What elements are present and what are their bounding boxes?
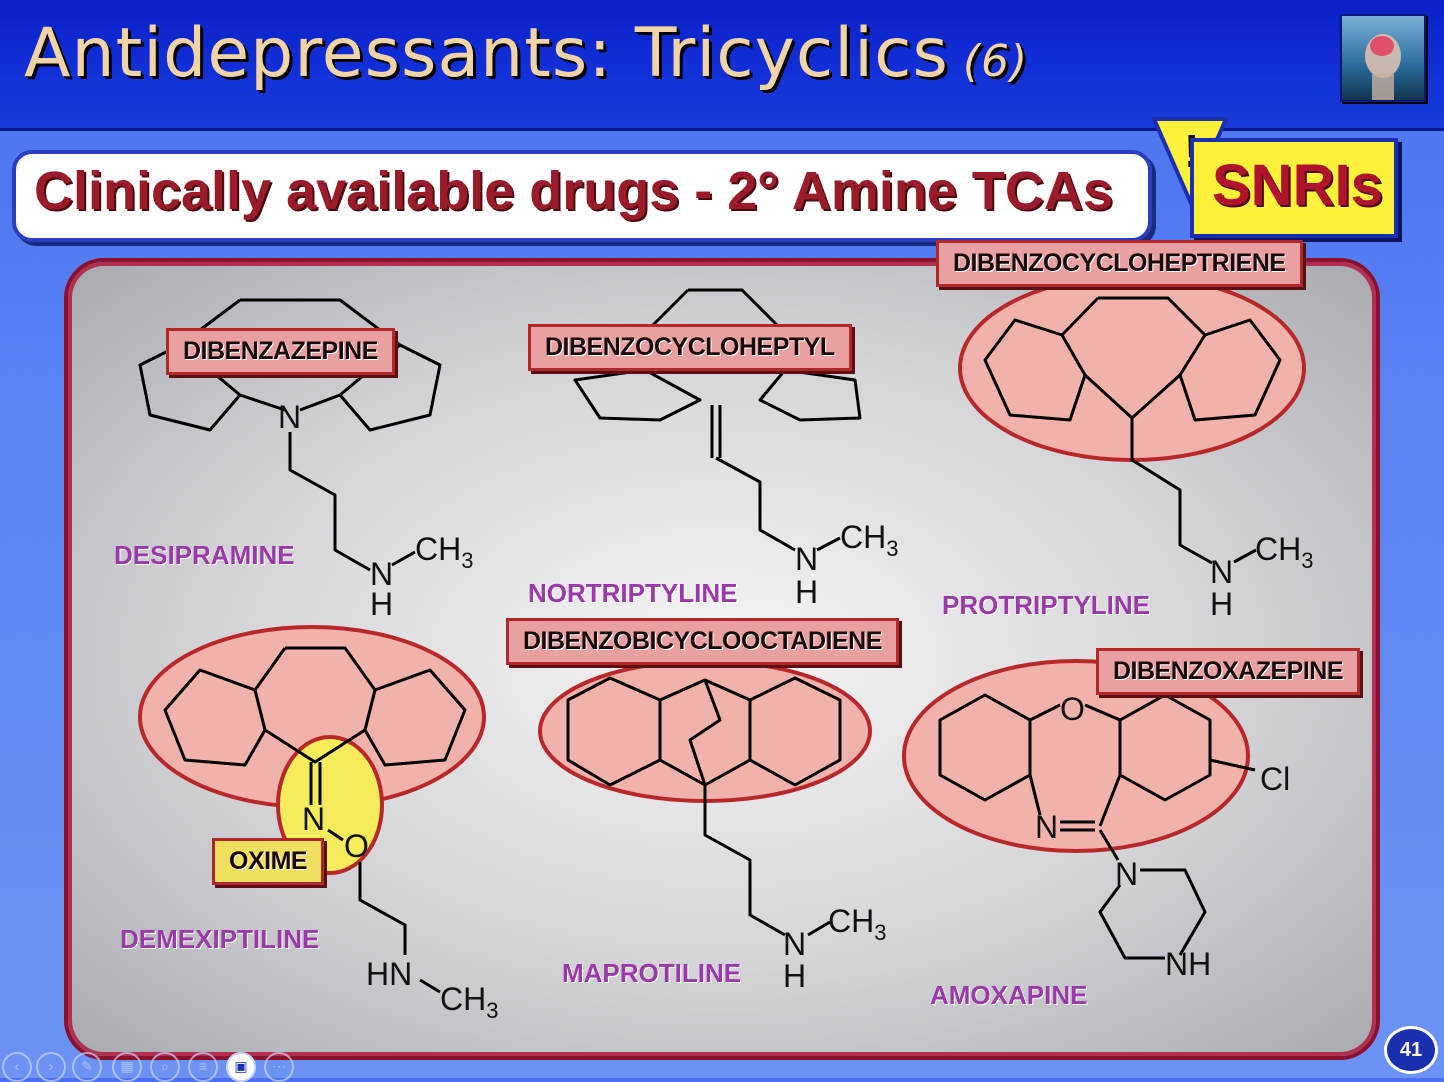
desipramine-amine-h: H bbox=[370, 586, 393, 622]
amoxapine-highlight bbox=[902, 659, 1250, 853]
tag-dibenzoxazepine: DIBENZOXAZEPINE bbox=[1096, 648, 1361, 695]
label-demexiptiline: DEMEXIPTILINE bbox=[120, 924, 320, 954]
snri-text: SNRIs bbox=[1212, 153, 1383, 218]
nortriptyline-amine-n: N bbox=[795, 541, 818, 577]
nortriptyline-methyl: CH3 bbox=[840, 519, 898, 561]
title-number: (6) bbox=[962, 36, 1029, 87]
nortriptyline-amine-h: H bbox=[795, 574, 818, 610]
protriptyline-methyl: CH3 bbox=[1255, 531, 1313, 573]
desipramine-structure bbox=[138, 298, 442, 572]
subtitle-box: Clinically available drugs - 2° Amine TC… bbox=[12, 150, 1152, 242]
amoxapine-structure bbox=[938, 693, 1256, 960]
protriptyline-structure bbox=[983, 296, 1282, 565]
demexiptiline-methyl: CH3 bbox=[440, 981, 498, 1023]
amoxapine-o: O bbox=[1060, 691, 1085, 727]
tag-dibenzocycloheptriene: DIBENZOCYCLOHEPTRIENE bbox=[936, 240, 1303, 287]
protriptyline-amine-n: N bbox=[1210, 554, 1233, 590]
oxime-o: O bbox=[344, 828, 369, 864]
brain-thumbnail-icon bbox=[1340, 14, 1426, 102]
amoxapine-ring-n: N bbox=[1035, 809, 1058, 845]
desipramine-amine-n: N bbox=[370, 556, 393, 592]
protriptyline-amine-h: H bbox=[1210, 586, 1233, 622]
label-desipramine: DESIPRAMINE bbox=[114, 540, 295, 570]
tag-dibenzazepine: DIBENZAZEPINE bbox=[166, 328, 395, 375]
amoxapine-cl: Cl bbox=[1260, 761, 1290, 797]
label-amoxapine: AMOXAPINE bbox=[930, 980, 1088, 1010]
snri-badge: SNRIs bbox=[1190, 138, 1398, 238]
slide-title: Antidepressants: Tricyclics (6) bbox=[24, 14, 1028, 93]
demexiptiline-hn: HN bbox=[366, 956, 412, 992]
maprotiline-amine-n: N bbox=[783, 926, 806, 962]
oxime-n: N bbox=[302, 801, 325, 837]
piperazine-nh: NH bbox=[1165, 946, 1211, 982]
maprotiline-amine-h: H bbox=[783, 958, 806, 994]
tag-oxime: OXIME bbox=[212, 838, 325, 885]
tag-dibenzobicyclooctadiene: DIBENZOBICYCLOOCTADIENE bbox=[506, 618, 899, 665]
label-protriptyline: PROTRIPTYLINE bbox=[942, 590, 1151, 620]
desipramine-n: N bbox=[278, 399, 301, 435]
title-main: Antidepressants: Tricyclics bbox=[24, 14, 949, 93]
tag-dibenzocycloheptyl: DIBENZOCYCLOHEPTYL bbox=[528, 324, 852, 371]
label-nortriptyline: NORTRIPTYLINE bbox=[528, 578, 738, 608]
demexiptiline-structure bbox=[163, 646, 467, 994]
maprotiline-methyl: CH3 bbox=[828, 903, 886, 945]
label-maprotiline: MAPROTILINE bbox=[562, 958, 742, 988]
desipramine-methyl: CH3 bbox=[415, 531, 473, 573]
piperazine-n: N bbox=[1115, 856, 1138, 892]
subtitle-text: Clinically available drugs - 2° Amine TC… bbox=[34, 161, 1113, 221]
page-number: 41 bbox=[1384, 1026, 1438, 1074]
maprotiline-structure bbox=[566, 676, 842, 937]
title-bar: Antidepressants: Tricyclics (6) bbox=[0, 0, 1444, 131]
